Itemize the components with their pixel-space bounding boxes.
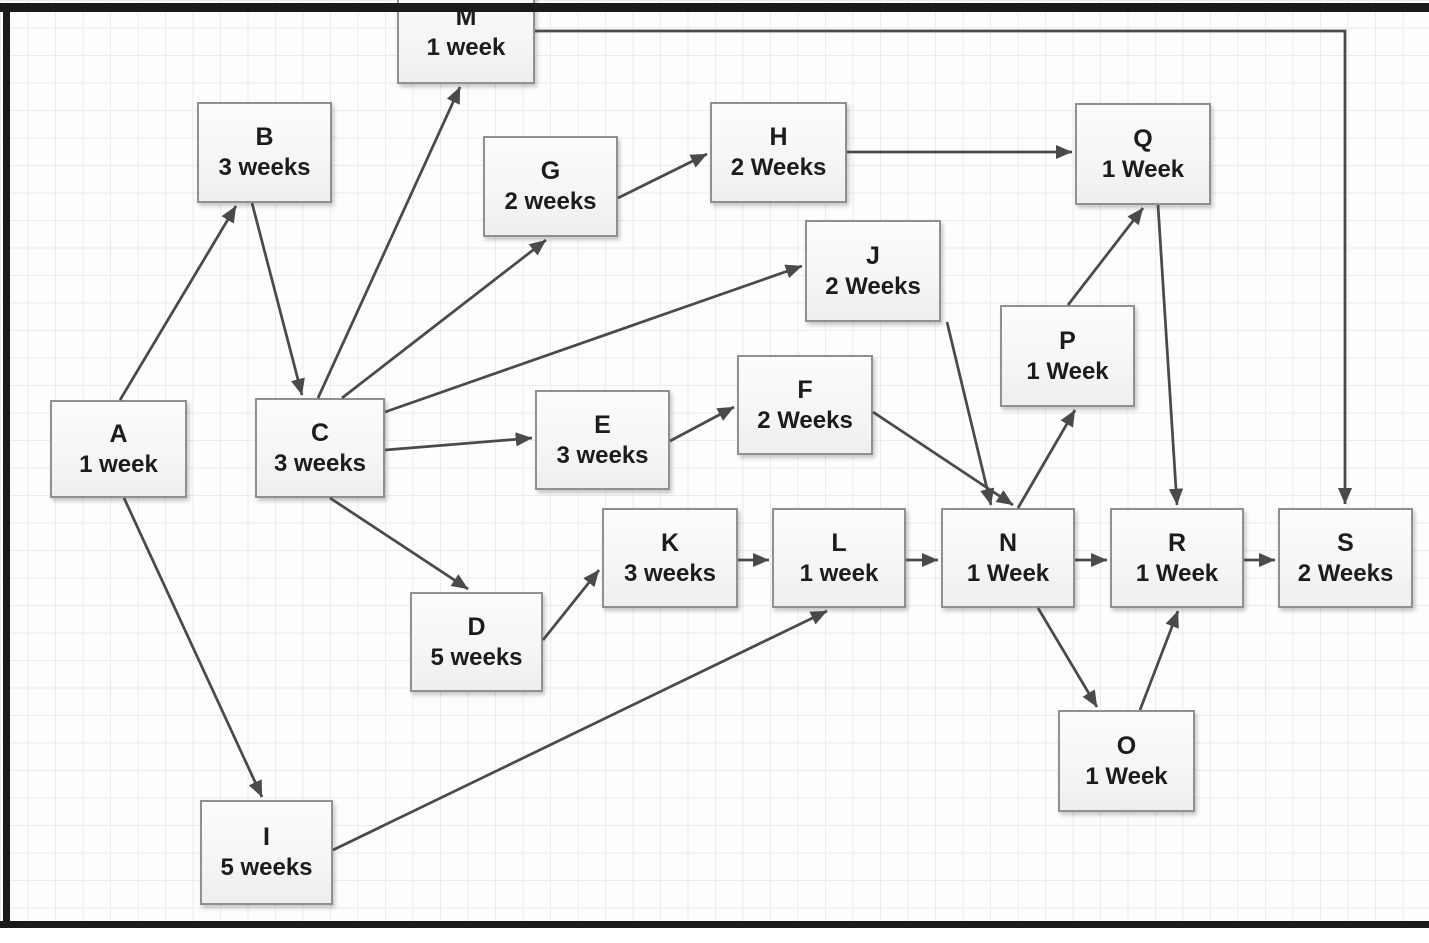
bottom-margin <box>0 928 1429 943</box>
node-duration: 1 week <box>426 33 506 61</box>
node-duration: 1 Week <box>1026 357 1109 385</box>
node-i: I 5 weeks <box>200 800 333 905</box>
node-label: D <box>467 612 486 641</box>
node-duration: 2 Weeks <box>825 272 921 300</box>
node-g: G 2 weeks <box>483 136 618 237</box>
node-label: A <box>109 419 128 448</box>
node-duration: 1 Week <box>966 559 1050 587</box>
frame-left-border <box>3 3 10 926</box>
node-duration: 5 weeks <box>220 854 313 881</box>
node-label: F <box>797 375 813 404</box>
node-b: B 3 weeks <box>197 102 332 203</box>
frame-top-border <box>0 3 1429 12</box>
node-duration: 5 weeks <box>430 643 523 671</box>
node-duration: 1 Week <box>1085 762 1168 790</box>
node-label: R <box>1167 528 1187 557</box>
node-duration: 1 Week <box>1101 155 1185 183</box>
node-duration: 2 Weeks <box>730 154 827 181</box>
node-duration: 2 Weeks <box>1297 559 1394 587</box>
node-label: L <box>831 528 847 557</box>
node-label: C <box>310 418 330 447</box>
node-label: N <box>998 528 1018 557</box>
node-label: H <box>769 123 788 151</box>
node-duration: 3 weeks <box>218 154 311 181</box>
node-label: O <box>1116 731 1137 760</box>
node-duration: 1 week <box>799 559 879 587</box>
node-label: K <box>660 528 680 557</box>
node-duration: 3 weeks <box>623 559 717 587</box>
node-label: Q <box>1133 124 1153 153</box>
node-label: J <box>866 241 880 270</box>
node-duration: 2 weeks <box>504 188 597 215</box>
node-label: S <box>1337 528 1354 557</box>
node-label: B <box>255 123 274 151</box>
node-duration: 3 weeks <box>556 441 649 469</box>
frame-bottom-border <box>0 921 1429 928</box>
node-label: I <box>263 823 270 851</box>
node-duration: 3 weeks <box>273 449 367 477</box>
node-label: P <box>1059 326 1076 355</box>
node-h: H 2 Weeks <box>710 102 847 203</box>
node-label: E <box>594 410 611 439</box>
node-duration: 1 week <box>79 450 158 478</box>
node-duration: 2 Weeks <box>757 406 853 434</box>
node-label: G <box>540 157 561 185</box>
node-duration: 1 Week <box>1135 559 1219 587</box>
